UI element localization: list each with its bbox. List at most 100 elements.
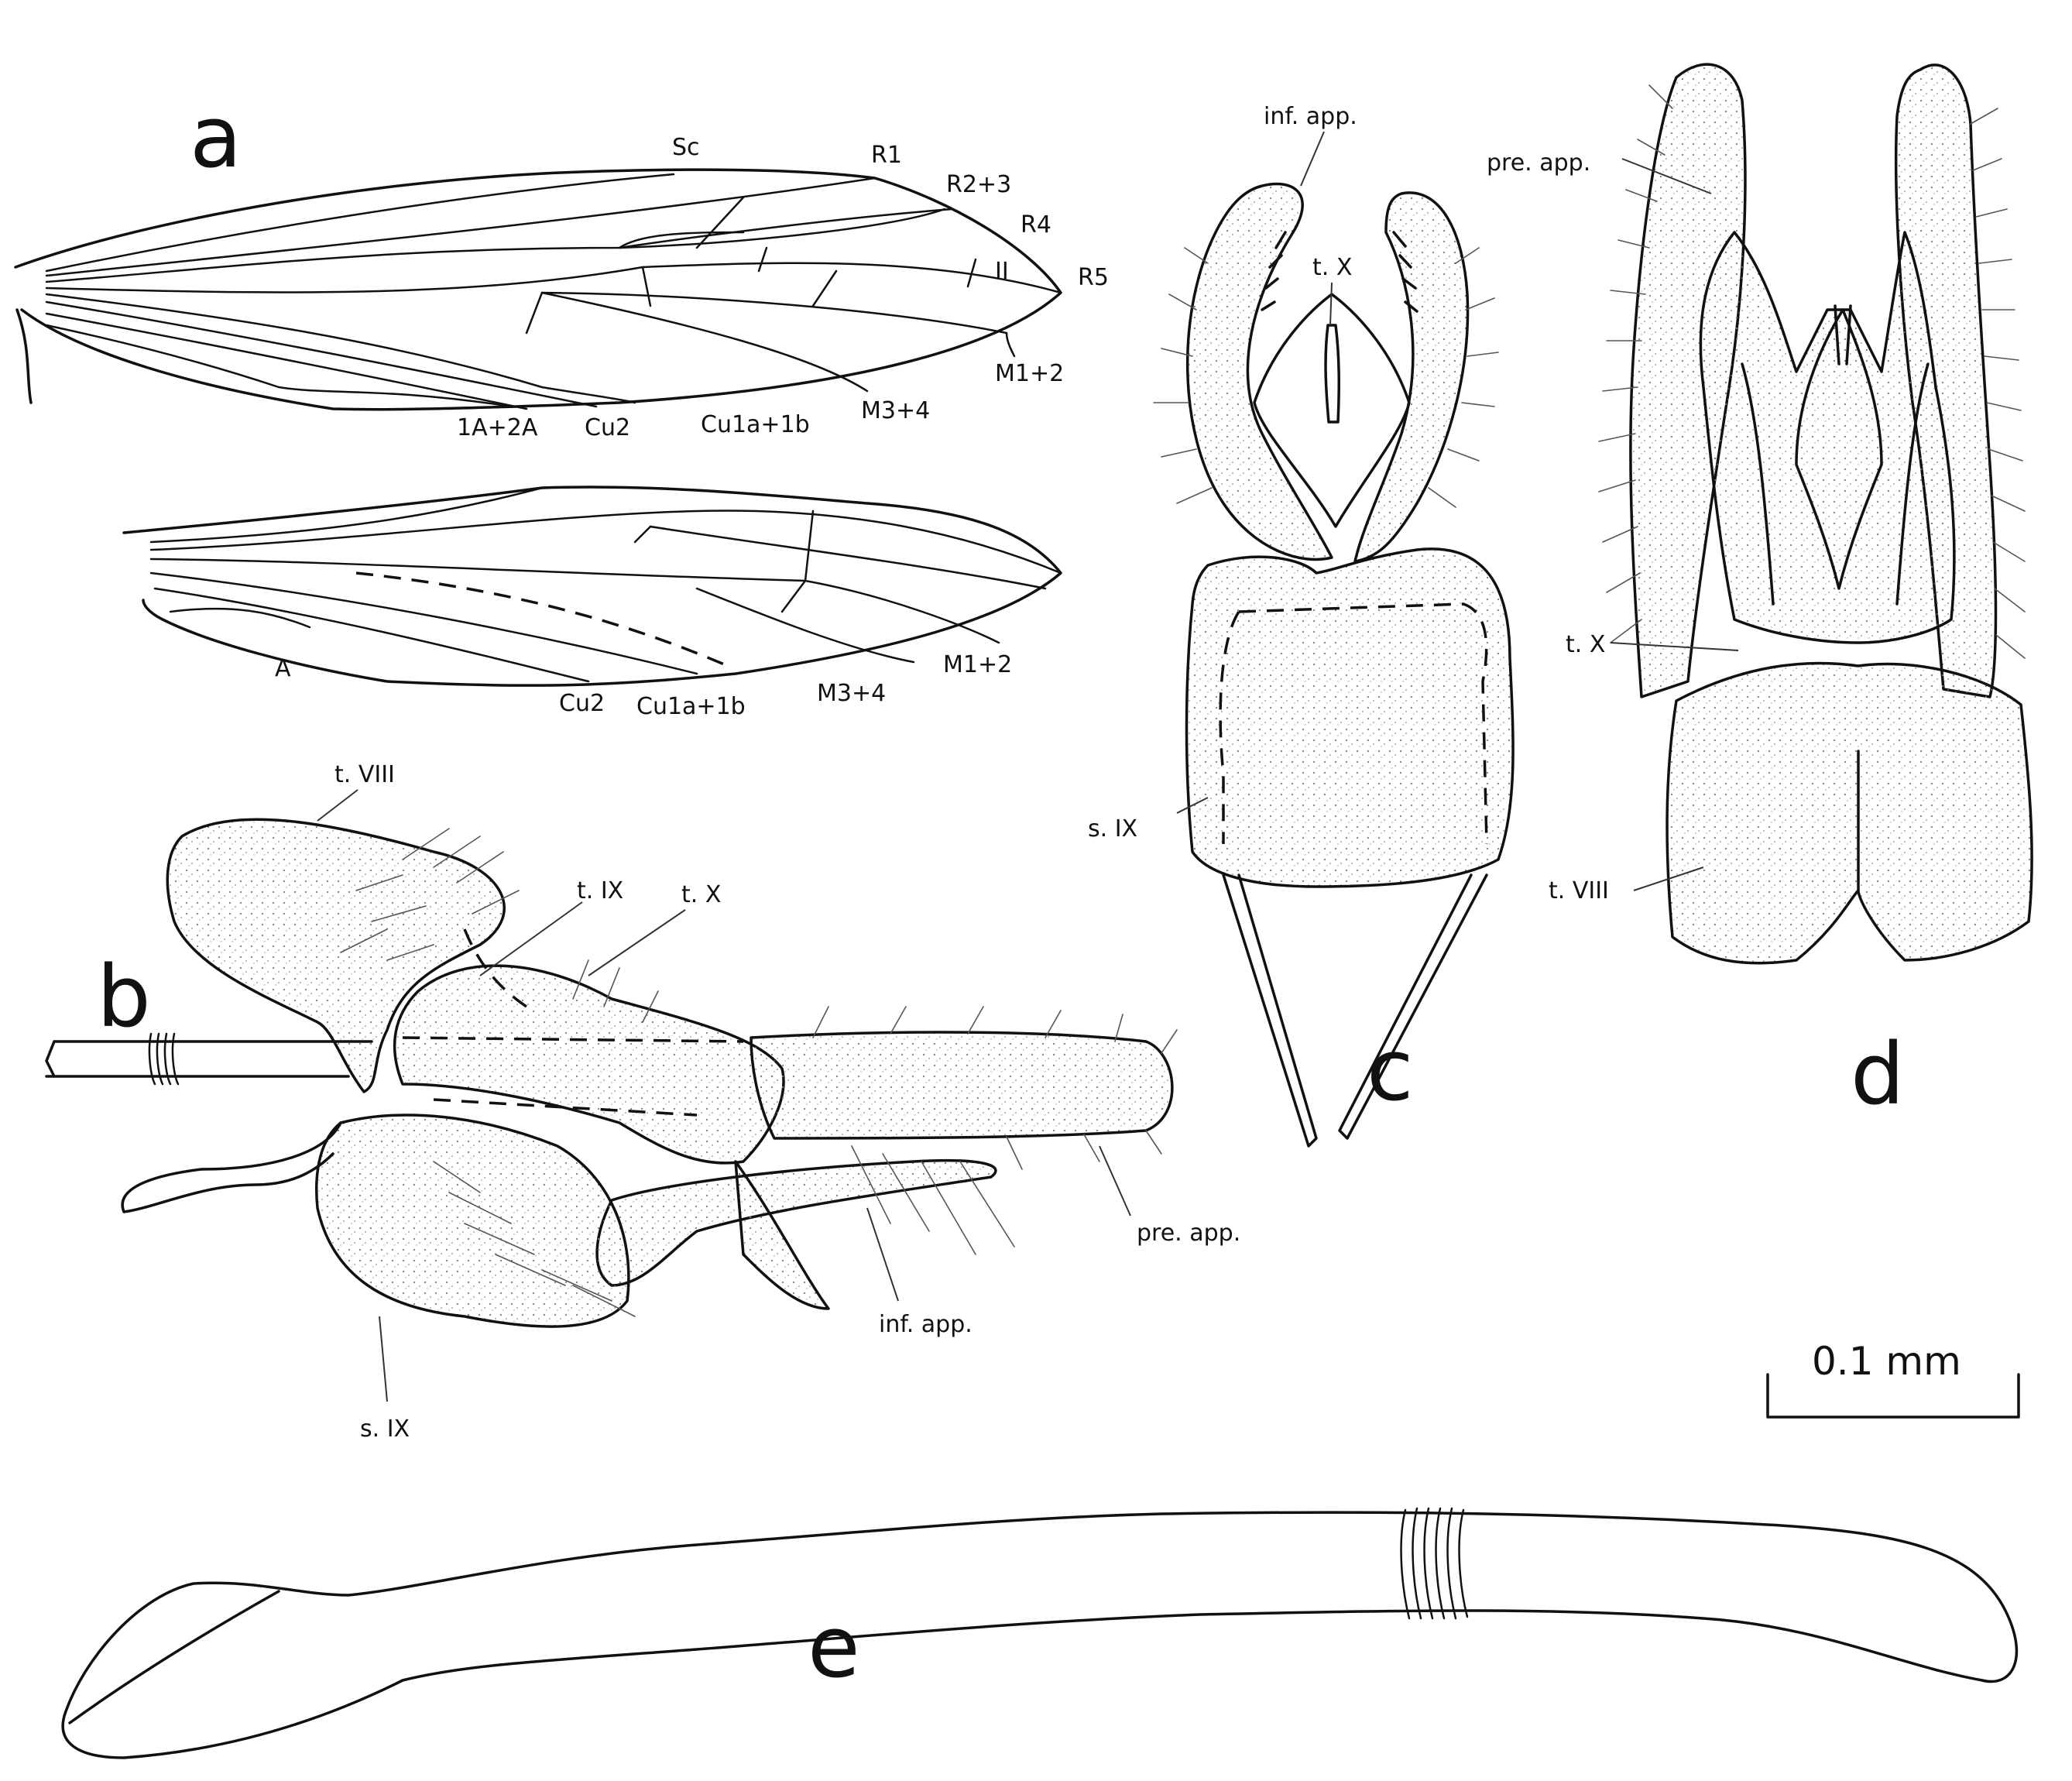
panel-a: a Sc R1 [14,88,1109,720]
panel-d: d pre. app. t. X t. V [1487,63,2033,1124]
setae-dorsal [1598,84,2026,659]
s9-apodeme-left [1222,873,1318,1148]
leader-b-t9 [479,901,583,976]
appendage-spines [1261,231,1418,313]
s9-anterior-apodeme [121,1121,342,1213]
hindwing-labels: A Cu2 Cu1a+1b M3+4 M1+2 [275,651,1012,720]
label-1a2a: 1A+2A [457,414,538,441]
leader-d-pre [1621,158,1712,194]
leader-c-s9 [1176,797,1209,814]
hindwing-crossvein-2 [804,510,815,582]
panel-d-letter: d [1851,1024,1905,1124]
s9-internal-ridge [1219,602,1488,845]
label-b-inf: inf. app. [879,1311,973,1338]
forewing-vein-cu1 [45,293,636,404]
hindwing-vein-rs [649,525,1047,590]
label-cell-ii: II [995,258,1009,285]
label-m34: M3+4 [861,397,930,424]
forewing-crossvein-2 [695,196,745,249]
segment-s9-lateral [315,1114,630,1328]
label-r23: R2+3 [946,171,1011,198]
s9-apodeme-right [1338,873,1488,1140]
label-r4: R4 [1021,211,1051,238]
forewing-labels: Sc R1 R2+3 R4 R5 II M1+2 M3+4 Cu1a+1b Cu… [457,134,1109,441]
forewing-crossvein-4 [757,246,768,273]
label-c-s9: s. IX [1088,815,1137,842]
panel-e: e [61,1507,2019,1759]
panel-e-letter: e [808,1597,860,1697]
label-cu1ab: Cu1a+1b [701,411,810,438]
leader-c-t10 [1329,282,1333,326]
hindwing-vein-a [169,607,311,629]
forewing-vein-r23 [618,208,954,249]
label-d-t8: t. VIII [1549,877,1609,904]
segment-t10-dorsal [1699,231,1956,644]
hindwing-vein-cu2 [153,587,590,683]
segment-t8-dorsal [1665,661,2033,965]
t10-median-process-dorsal [1834,304,1852,365]
t10-inner-processes [1741,308,1930,606]
inferior-appendage-right [1353,191,1470,563]
forewing-vein-a2 [45,324,513,408]
panel-c-letter: c [1367,1021,1413,1120]
hindwing-crossvein-1 [633,525,652,544]
hindwing-vein-m34 [695,587,915,664]
phallus-apical-line [68,1590,280,1724]
forewing-base [15,308,33,404]
label-b-s9: s. IX [360,1416,410,1443]
label-hw-a: A [275,655,291,682]
label-hw-cu2: Cu2 [559,690,605,717]
label-c-t10: t. X [1312,254,1352,281]
forewing-outline [14,168,1062,411]
leader-d-t8 [1633,866,1704,891]
label-b-pre: pre. app. [1137,1220,1240,1247]
panel-a-letter: a [190,88,242,187]
leader-d-t10 [1610,642,1739,651]
inferior-appendage-left [1186,182,1333,561]
leader-b-inf [866,1207,899,1302]
forewing-outer-margin [1005,331,1016,358]
forewing-crossvein-1 [525,291,544,335]
label-hw-m34: M3+4 [817,680,886,707]
label-hw-m12: M1+2 [943,651,1012,678]
forewing-cell [618,231,745,249]
phallus-coil-e [1400,1507,1469,1620]
forewing-vein-m12 [540,291,1008,335]
t10-dashed [402,928,744,1117]
hindwing [122,486,1062,687]
label-d-pre: pre. app. [1487,149,1590,177]
forewing [14,168,1062,411]
leader-c-inf [1300,131,1325,187]
hindwing-vein-m [149,558,807,582]
leader-b-s9 [379,1316,388,1402]
panel-c: c inf. app. t. X s. [1088,103,1515,1148]
forewing-vein-m [45,266,644,293]
hindwing-vein-dashed [355,571,729,667]
phallus-outline [61,1511,2019,1759]
setae-lateral [340,828,1178,1317]
t10-median-process [1324,324,1340,424]
segment-s9-ventral [1185,547,1515,888]
hindwing-vein-r [149,510,1062,575]
dorsal-process [734,1160,830,1310]
forewing-vein-r4 [641,262,1062,294]
segment-t8-lateral [166,818,506,1093]
label-r1: R1 [871,142,902,169]
scale-bar-label: 0.1 mm [1812,1339,1961,1384]
scale-bar: 0.1 mm [1766,1339,2020,1419]
forewing-vein-a [45,312,528,410]
label-r5: R5 [1078,264,1109,291]
forewing-vein-r1 [45,177,876,277]
hindwing-outline [122,486,1062,687]
label-hw-cu1ab: Cu1a+1b [636,693,746,720]
forewing-crossvein-5 [811,269,838,307]
hindwing-vein-m12 [804,579,1000,644]
forewing-vein-m34 [540,291,869,393]
forewing-vein-rs [45,208,946,283]
preanal-appendage-lateral [750,1031,1174,1140]
preanal-appendage-left [1629,63,1747,698]
label-c-inf: inf. app. [1264,103,1357,130]
label-d-t10: t. X [1566,631,1605,658]
hindwing-vein-sc [149,486,544,544]
